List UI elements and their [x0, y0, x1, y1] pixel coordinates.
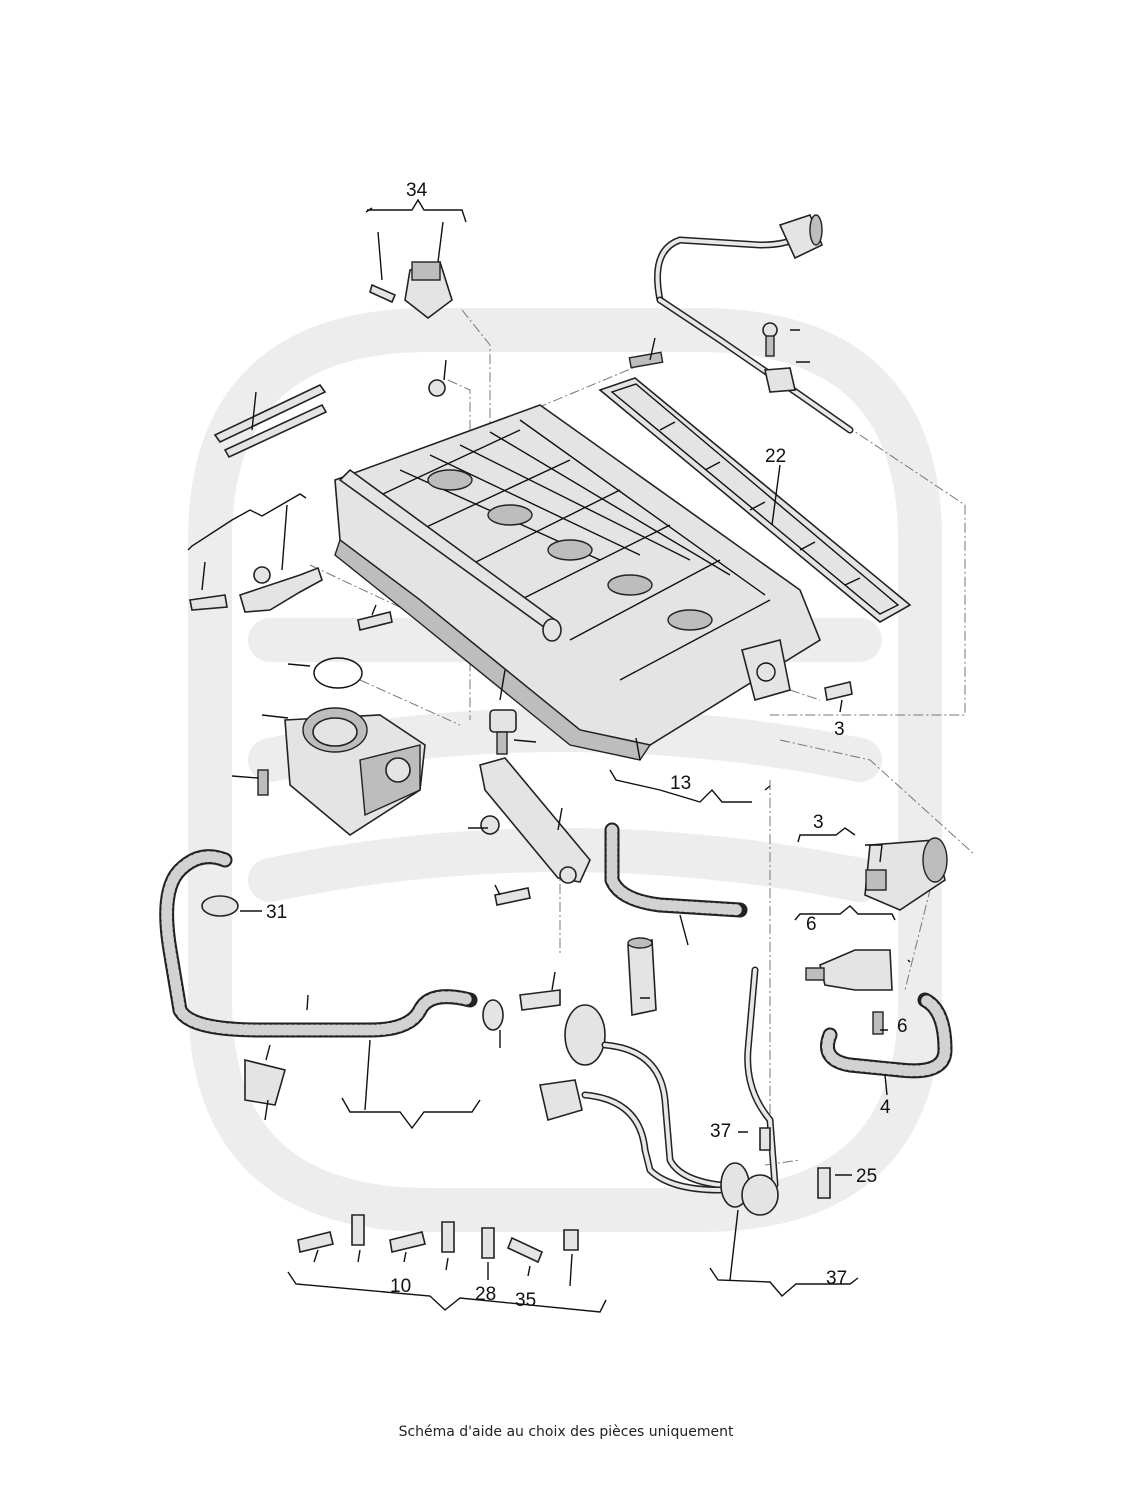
throttle-body [257, 657, 426, 836]
callout-34: 34 [406, 180, 428, 201]
callout-37-bolt: 37 [710, 1121, 731, 1142]
coolant-hose [159, 822, 953, 1079]
callout-31: 31 [266, 902, 287, 923]
callout-35: 35 [515, 1290, 536, 1311]
mounting-bracket [479, 709, 591, 906]
callout-labels: 34 22 3 13 3 6 6 31 4 37 25 37 10 28 35 [266, 180, 908, 1311]
vacuum-line [654, 214, 854, 434]
callout-25: 25 [856, 1166, 877, 1187]
vent-valve [519, 966, 779, 1216]
callout-13: 13 [670, 773, 691, 794]
intake-manifold [334, 404, 821, 761]
callout-10: 10 [390, 1276, 411, 1297]
callout-28: 28 [475, 1284, 496, 1305]
callout-leaders [187, 198, 911, 1313]
position-sensor [189, 566, 393, 631]
fastener-set [297, 681, 853, 1264]
callout-3-valve: 3 [813, 812, 824, 833]
callout-6-bracket: 6 [806, 914, 817, 935]
callout-22: 22 [765, 446, 786, 467]
cable-tie [213, 383, 328, 459]
hose-clamp [201, 895, 504, 1106]
manifold-gasket [598, 377, 912, 623]
pressure-sensor [369, 261, 664, 397]
callout-4: 4 [880, 1097, 891, 1118]
callout-37-bracket: 37 [826, 1268, 847, 1289]
callout-3-manifold: 3 [834, 719, 845, 740]
pipe-sleeve [627, 937, 657, 1016]
callout-6-bolt: 6 [897, 1016, 908, 1037]
solenoid-valve [805, 837, 948, 1035]
disclaimer-text: Schéma d'aide au choix des pièces unique… [398, 1424, 734, 1440]
